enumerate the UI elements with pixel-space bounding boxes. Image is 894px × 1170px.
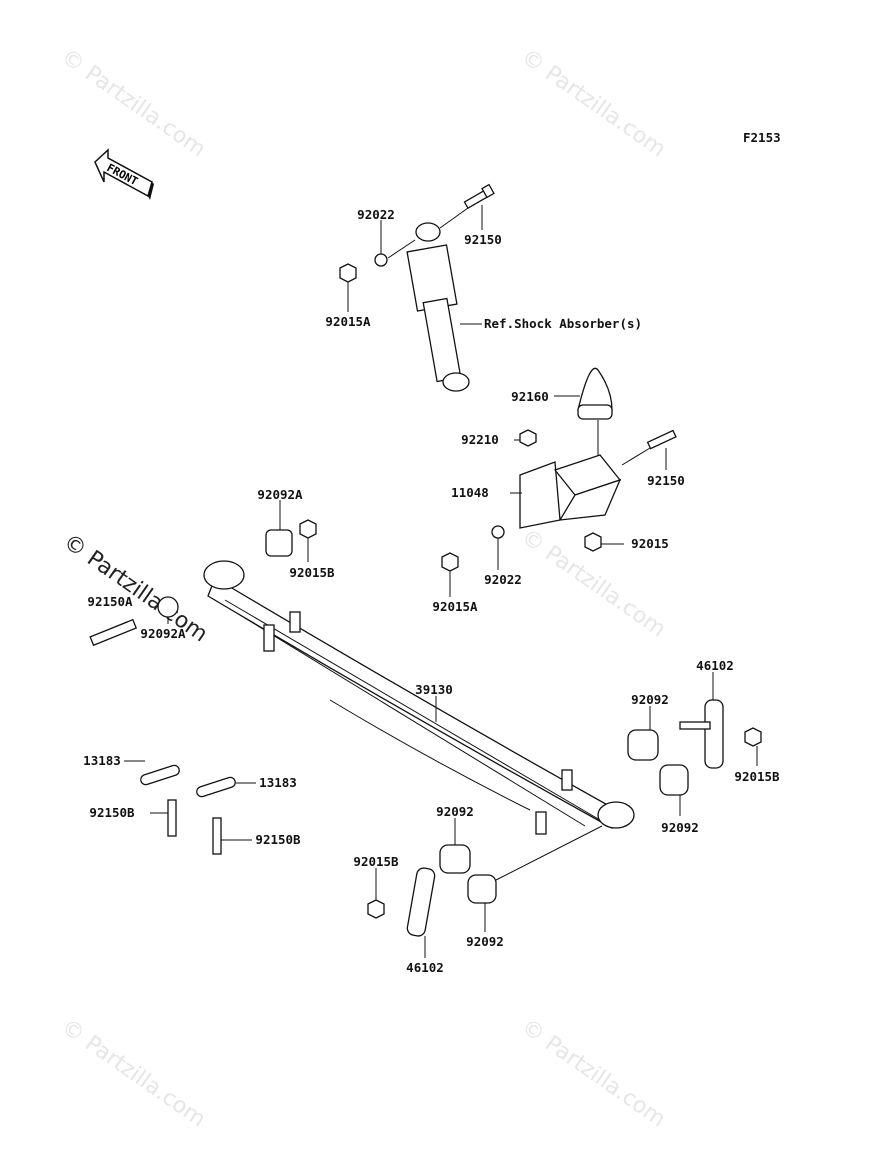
label-92150: 92150: [647, 473, 685, 488]
label-92092: 92092: [631, 692, 669, 707]
label-92092: 92092: [466, 934, 504, 949]
bushing-92092a-bottom: [157, 596, 179, 618]
nut-92015: [584, 532, 602, 552]
label-92022: 92022: [484, 572, 522, 587]
label-shock-absorber: Ref.Shock Absorber(s): [484, 316, 642, 331]
diagram-code: F2153: [743, 130, 781, 145]
shackle-pin: [679, 721, 711, 730]
label-92210: 92210: [461, 432, 499, 447]
label-92150b: 92150B: [255, 832, 301, 847]
washer-92022: [491, 525, 505, 539]
part-labels: 92022 92150 92015A Ref.Shock Absorber(s)…: [83, 207, 780, 975]
label-92015b: 92015B: [734, 769, 780, 784]
label-92015a: 92015A: [325, 314, 371, 329]
bushing-92092a-top: [265, 529, 293, 557]
washer-92022: [374, 253, 388, 267]
label-92022: 92022: [357, 207, 395, 222]
label-92015: 92015: [631, 536, 669, 551]
leader-lines: [124, 205, 758, 958]
front-arrow-icon: FRONT: [94, 148, 154, 200]
label-11048: 11048: [451, 485, 489, 500]
nut-92015a: [441, 552, 459, 572]
bolt-92150-top: [463, 183, 495, 209]
label-13183: 13183: [259, 775, 297, 790]
bolt-92150b: [212, 817, 222, 855]
label-92015a: 92015A: [432, 599, 478, 614]
nut-92015a: [339, 263, 357, 283]
watermark: © Partzilla.com: [517, 1014, 670, 1132]
label-92092: 92092: [661, 820, 699, 835]
label-13183: 13183: [83, 753, 121, 768]
label-46102: 46102: [406, 960, 444, 975]
plate-13183: [196, 776, 236, 798]
watermark: © Partzilla.com: [517, 44, 670, 162]
leaf-spring-39130: [203, 560, 635, 835]
bushing-92092: [659, 764, 689, 796]
label-92015b: 92015B: [289, 565, 335, 580]
watermark: © Partzilla.com: [57, 44, 210, 162]
plate-13183: [140, 764, 180, 786]
label-46102: 46102: [696, 658, 734, 673]
nut-92015b: [299, 519, 317, 539]
label-92150b: 92150B: [89, 805, 135, 820]
label-92150: 92150: [464, 232, 502, 247]
bolt-92150: [646, 429, 677, 450]
bolt-92150a: [89, 618, 138, 647]
watermark: © Partzilla.com: [59, 529, 212, 647]
nut-92210: [519, 429, 537, 447]
label-92160: 92160: [511, 389, 549, 404]
nut-92015b: [367, 899, 385, 919]
shock-absorber: [387, 207, 470, 392]
label-92150a: 92150A: [87, 594, 133, 609]
bolt-92150b: [167, 799, 177, 837]
bracket-11048: [519, 420, 651, 529]
label-92015b: 92015B: [353, 854, 399, 869]
label-39130: 39130: [415, 682, 453, 697]
bump-stop-92160: [577, 367, 613, 420]
shackle-46102: [704, 699, 724, 769]
label-92092a: 92092A: [257, 487, 303, 502]
watermark: © Partzilla.com: [57, 1014, 210, 1132]
shackle-46102: [406, 867, 436, 937]
bushing-92092: [439, 844, 471, 874]
label-92092: 92092: [436, 804, 474, 819]
bushing-92092: [627, 729, 659, 761]
bushing-92092: [467, 874, 497, 904]
nut-92015b: [744, 727, 762, 747]
label-92092a: 92092A: [140, 626, 186, 641]
